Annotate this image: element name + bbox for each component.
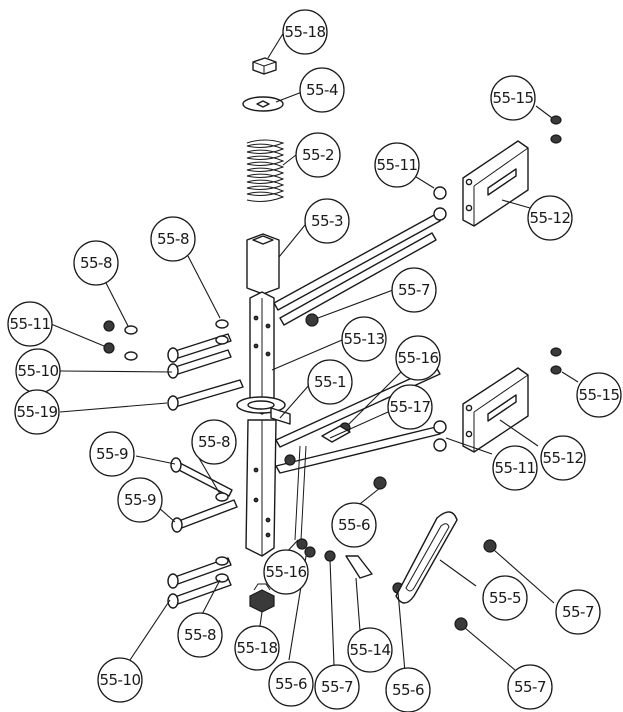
svg-text:55-11: 55-11 — [376, 156, 417, 174]
collar-clamp-part — [236, 396, 291, 425]
plate-17-part — [321, 425, 351, 443]
svg-text:55-17: 55-17 — [389, 398, 430, 416]
svg-text:55-8: 55-8 — [198, 433, 230, 451]
callout-55-7-a: 55-7 — [391, 267, 437, 313]
svg-text:55-12: 55-12 — [542, 449, 583, 467]
pin-parts — [294, 445, 373, 579]
column-sleeve-part — [246, 233, 280, 295]
svg-text:55-19: 55-19 — [16, 403, 57, 421]
svg-text:55-10: 55-10 — [17, 362, 58, 380]
column-tube-part — [245, 291, 277, 557]
callout-55-8-b: 55-8 — [73, 240, 119, 286]
washer-part — [242, 96, 284, 112]
bracket-55-12-upper — [462, 140, 529, 227]
svg-text:55-7: 55-7 — [514, 678, 546, 696]
nut-parts-right — [284, 186, 497, 631]
svg-text:55-6: 55-6 — [392, 681, 424, 699]
svg-text:55-7: 55-7 — [321, 678, 353, 696]
callout-55-7-b: 55-7 — [555, 589, 601, 635]
nut-parts-left — [103, 320, 115, 354]
svg-text:55-14: 55-14 — [349, 641, 390, 659]
callout-55-15-upper: 55-15 — [490, 75, 536, 121]
callout-55-6-c: 55-6 — [385, 667, 431, 712]
screw-55-15-parts — [550, 115, 562, 375]
bracket-55-12-lower — [462, 367, 529, 453]
svg-text:55-12: 55-12 — [529, 209, 570, 227]
callout-55-2: 55-2 — [295, 132, 341, 178]
callout-55-8-a: 55-8 — [150, 216, 196, 262]
bolt-parts-left — [167, 333, 244, 609]
svg-text:55-15: 55-15 — [578, 386, 619, 404]
svg-text:55-18: 55-18 — [284, 23, 325, 41]
callout-55-13: 55-13 — [341, 316, 387, 362]
callout-55-6-b: 55-6 — [268, 661, 314, 707]
svg-text:55-8: 55-8 — [157, 230, 189, 248]
callout-55-16-b: 55-16 — [263, 549, 309, 595]
callout-55-6-a: 55-6 — [331, 502, 377, 548]
callout-55-9-b: 55-9 — [117, 477, 163, 523]
callout-55-8-d: 55-8 — [177, 612, 223, 658]
svg-text:55-8: 55-8 — [80, 254, 112, 272]
callout-55-4: 55-4 — [299, 67, 345, 113]
callout-55-11-right-lower: 55-11 — [492, 445, 538, 491]
svg-text:55-15: 55-15 — [492, 89, 533, 107]
svg-text:55-18: 55-18 — [236, 639, 277, 657]
svg-text:55-7: 55-7 — [562, 603, 594, 621]
svg-text:55-13: 55-13 — [343, 330, 384, 348]
callout-55-17: 55-17 — [387, 384, 433, 430]
spring-part — [246, 139, 285, 202]
svg-text:55-8: 55-8 — [184, 626, 216, 644]
svg-text:55-11: 55-11 — [494, 459, 535, 477]
svg-text:55-6: 55-6 — [275, 675, 307, 693]
callout-55-1: 55-1 — [307, 359, 353, 405]
callout-55-14: 55-14 — [347, 627, 393, 673]
svg-text:55-2: 55-2 — [302, 146, 334, 164]
svg-text:55-3: 55-3 — [311, 212, 343, 230]
callout-55-11-right-upper: 55-11 — [374, 142, 420, 188]
bottom-foot-part — [249, 583, 275, 613]
svg-text:55-7: 55-7 — [398, 281, 430, 299]
callout-55-19: 55-19 — [14, 389, 60, 435]
callout-55-18-bottom: 55-18 — [234, 625, 280, 671]
callout-55-15-lower: 55-15 — [576, 372, 622, 418]
callout-55-5: 55-5 — [482, 575, 528, 621]
top-cap-part — [252, 57, 277, 75]
callout-55-16-a: 55-16 — [395, 335, 441, 381]
svg-text:55-11: 55-11 — [9, 315, 50, 333]
callout-55-18-top: 55-18 — [282, 9, 328, 55]
svg-text:55-5: 55-5 — [489, 589, 521, 607]
svg-text:55-1: 55-1 — [314, 373, 346, 391]
svg-text:55-6: 55-6 — [338, 516, 370, 534]
svg-text:55-4: 55-4 — [306, 81, 338, 99]
link-55-5-part — [395, 511, 458, 604]
callout-55-3: 55-3 — [304, 198, 350, 244]
callout-55-10-b: 55-10 — [97, 657, 143, 703]
washer-parts-left — [124, 319, 229, 583]
callout-55-12-lower: 55-12 — [540, 435, 586, 481]
callout-55-10-a: 55-10 — [15, 348, 61, 394]
callout-55-8-c: 55-8 — [191, 419, 237, 465]
callout-55-11-left: 55-11 — [7, 301, 53, 347]
svg-text:55-9: 55-9 — [124, 491, 156, 509]
svg-text:55-9: 55-9 — [96, 445, 128, 463]
callout-55-7-d: 55-7 — [507, 664, 553, 710]
rod-parts — [273, 213, 441, 474]
callout-55-9-a: 55-9 — [89, 431, 135, 477]
svg-text:55-16: 55-16 — [397, 349, 438, 367]
svg-text:55-16: 55-16 — [265, 563, 306, 581]
svg-text:55-10: 55-10 — [99, 671, 140, 689]
callout-55-12-upper: 55-12 — [527, 195, 573, 241]
callout-55-7-c: 55-7 — [314, 664, 360, 710]
